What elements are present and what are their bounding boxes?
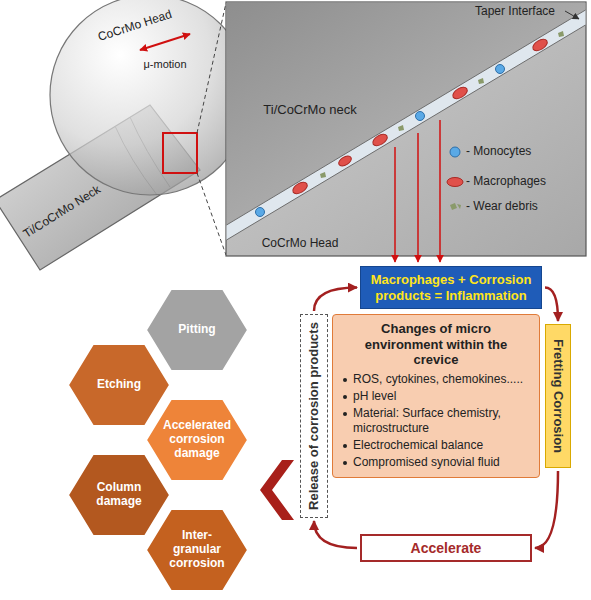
- wear-debris: [320, 172, 326, 178]
- head-sphere: [50, 0, 250, 195]
- pointer-arrow: [439, 120, 441, 262]
- monocyte: [256, 208, 265, 217]
- legend-text: - Wear debris: [466, 200, 538, 213]
- box-text: Accelerate: [366, 540, 526, 556]
- motion-arrow: [140, 34, 190, 50]
- bullet-text: Compromised synovial fluid: [341, 455, 531, 470]
- wear-debris: [398, 125, 404, 131]
- macrophage: [531, 37, 549, 53]
- wear-debris: [558, 31, 564, 37]
- fretting-box: Fretting Corrosion: [545, 324, 571, 468]
- bullet-text: Material: Surface chemistry, microstruct…: [341, 406, 531, 436]
- damage-hexagon: Accelerated corrosion damage: [145, 398, 249, 482]
- outcome-box: Macrophages + Corrosion products = Infla…: [360, 266, 542, 309]
- hexagon-text: Accelerated corrosion damage: [159, 419, 235, 460]
- neck-region: [227, 3, 586, 226]
- bullet-text: pH level: [341, 389, 531, 404]
- legend-text: - Monocytes: [466, 145, 531, 158]
- hexagon-outline: [146, 509, 248, 591]
- hexagon-outline: [68, 454, 170, 536]
- macrophage: [451, 85, 469, 101]
- macrophage: [337, 154, 353, 168]
- zoom-line: [197, 3, 226, 133]
- interface-line: [227, 25, 586, 240]
- legend-text: - Macrophages: [466, 175, 546, 188]
- hexagon-outline: [146, 399, 248, 481]
- cycle-arrow: [535, 471, 558, 548]
- motion-label: μ-motion: [143, 58, 186, 70]
- legend-icon: [450, 203, 457, 210]
- bullet-text: Electrochemical balance: [341, 438, 531, 453]
- damage-hexagon: Pitting: [145, 288, 249, 372]
- hexagon-text: Column damage: [81, 481, 157, 509]
- zoom-box: [163, 133, 197, 173]
- crevice-box: Changes of micro environment within the …: [332, 314, 540, 478]
- leader-arrow: [565, 11, 579, 19]
- hexagon-text: Pitting: [159, 323, 235, 337]
- zoom-line: [197, 173, 226, 255]
- taper-gap: [227, 10, 586, 240]
- part-label: Ti/CoCrMo neck: [263, 103, 356, 117]
- hexagon-text: Etching: [81, 378, 157, 392]
- pointer-arrow: [417, 133, 419, 262]
- box-text: Macrophages + Corrosion products = Infla…: [369, 272, 533, 303]
- cycle-arrow: [545, 288, 558, 321]
- hexagon-outline: [68, 344, 170, 426]
- vertical-text: Fretting Corrosion: [551, 339, 565, 453]
- hexagon-text: Inter-granular corrosion: [159, 529, 235, 570]
- damage-hexagon: Etching: [67, 343, 171, 427]
- callout-label: Taper Interface: [475, 5, 555, 18]
- hexagon-outline: [146, 289, 248, 371]
- monocyte: [496, 65, 505, 74]
- zoom-panel: [226, 2, 586, 256]
- macrophage: [291, 180, 309, 196]
- accelerate-box: Accelerate: [360, 534, 532, 562]
- damage-hexagon: Inter-granular corrosion: [145, 508, 249, 592]
- part-label: CoCrMo Head: [262, 237, 339, 250]
- cycle-arrow: [314, 288, 357, 311]
- monocyte: [416, 112, 425, 121]
- interface-line: [227, 10, 586, 225]
- cycle-arrow: [314, 521, 357, 548]
- wear-debris: [478, 78, 484, 84]
- chevron: [260, 460, 294, 520]
- legend-icon: [457, 204, 461, 209]
- legend-icon: [447, 178, 463, 187]
- pointer-arrow: [394, 147, 396, 262]
- vertical-text: Release of corrosion products: [307, 322, 321, 510]
- release-box: Release of corrosion products: [300, 314, 328, 518]
- box-heading: Changes of micro environment within the …: [341, 321, 531, 368]
- macrophage: [371, 132, 389, 148]
- damage-hexagon: Column damage: [67, 453, 171, 537]
- bullet-text: ROS, cytokines, chemokines.....: [341, 372, 531, 387]
- legend-icon: [450, 147, 460, 157]
